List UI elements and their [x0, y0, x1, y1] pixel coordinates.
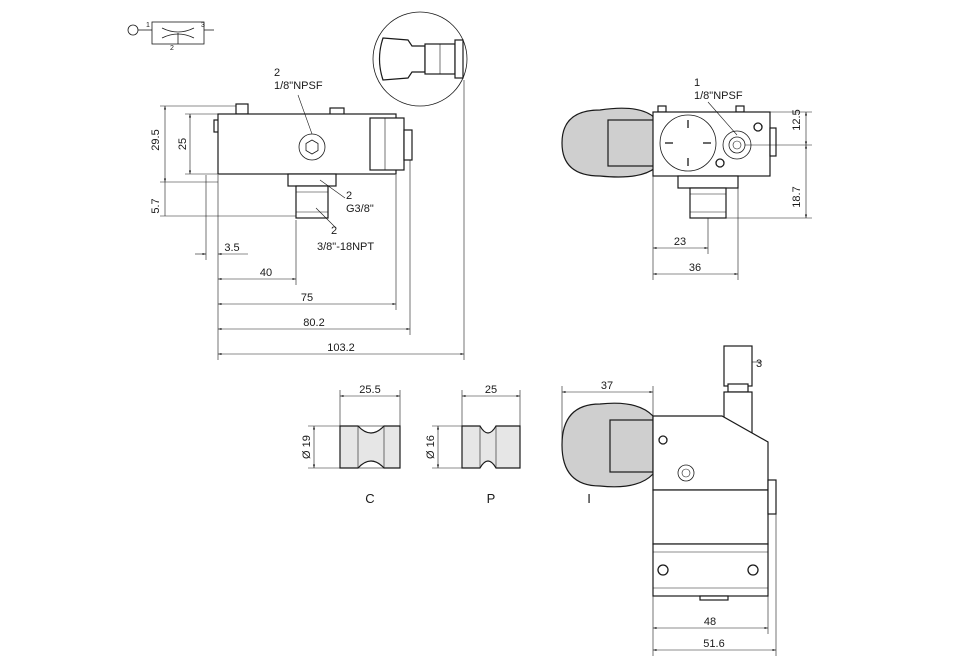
dim-25-height: 25	[177, 138, 189, 150]
front-view-fitting	[723, 345, 753, 387]
dim-3-5: 3.5	[224, 242, 239, 254]
dim-36: 36	[689, 262, 701, 274]
symbol-port-1: 1	[146, 22, 150, 29]
detail-circle	[372, 11, 468, 107]
symbol-port-2: 2	[170, 45, 174, 52]
callout-side-npt-thread: 3/8"-18NPT	[317, 241, 374, 253]
variant-i-label: I	[587, 491, 591, 506]
dim-18-7: 18.7	[791, 186, 803, 207]
front-view	[561, 345, 777, 601]
dim-23: 23	[674, 236, 686, 248]
dim-5-7: 5.7	[150, 198, 162, 213]
dim-dia-19: Ø 19	[301, 435, 313, 459]
dim-29-5: 29.5	[150, 129, 162, 150]
valve-symbol: 1 3 2	[127, 21, 214, 52]
dim-40: 40	[260, 267, 272, 279]
callout-side-port-thread: 1/8"NPSF	[274, 80, 323, 92]
dim-80-2: 80.2	[303, 317, 324, 329]
callout-side-port-number: 2	[274, 67, 280, 79]
end-view	[561, 105, 777, 219]
dim-103-2: 103.2	[327, 342, 355, 354]
dim-75: 75	[301, 292, 313, 304]
end-view-body	[652, 111, 771, 177]
end-view-dimensions	[652, 101, 812, 280]
callout-side-npt-number: 2	[331, 225, 337, 237]
dim-dia-16: Ø 16	[425, 435, 437, 459]
side-view-thread	[295, 185, 329, 219]
callout-end-port-number: 1	[694, 77, 700, 89]
variant-p-shape	[461, 425, 521, 469]
side-view	[213, 103, 413, 219]
variant-c-dimensions	[308, 390, 401, 469]
dim-48: 48	[704, 616, 716, 628]
dim-25-width: 25	[485, 384, 497, 396]
side-view-body	[217, 113, 397, 175]
variant-c-shape	[339, 425, 401, 469]
callout-front-fitting-number: 3	[756, 358, 762, 370]
dim-51-6: 51.6	[703, 638, 724, 650]
dim-25-5: 25.5	[359, 384, 380, 396]
symbol-source-circle	[127, 24, 139, 36]
callout-side-g-number: 2	[346, 190, 352, 202]
callout-end-port-thread: 1/8"NPSF	[694, 90, 743, 102]
side-view-dimensions	[160, 80, 465, 360]
front-view-dimensions	[561, 361, 777, 656]
variant-c-label: C	[365, 491, 374, 506]
callout-side-g-thread: G3/8"	[346, 203, 374, 215]
variant-p-dimensions	[432, 390, 521, 469]
symbol-port-3: 3	[201, 22, 205, 29]
variant-p-label: P	[487, 491, 496, 506]
dim-37: 37	[601, 380, 613, 392]
dim-12-5: 12.5	[791, 109, 803, 130]
